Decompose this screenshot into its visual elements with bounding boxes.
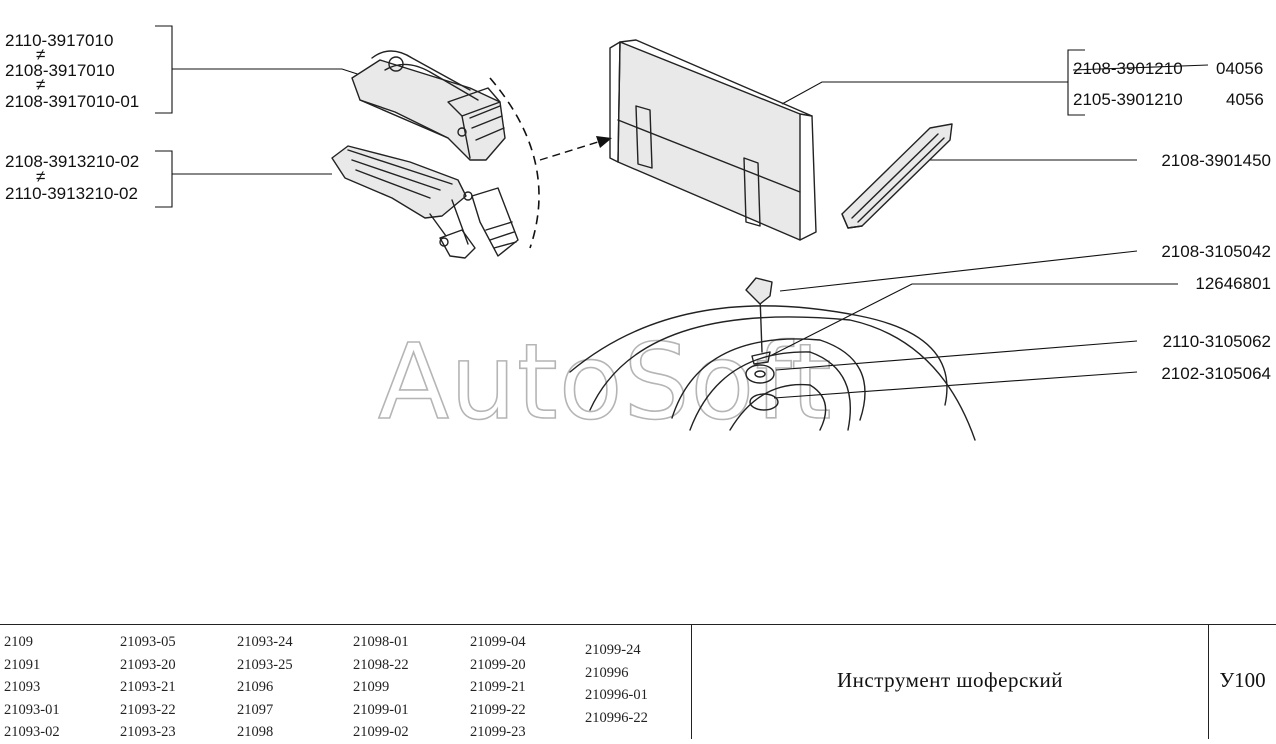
- bushing-leader: [773, 371, 1138, 399]
- part-number-bag-2[interactable]: 2105-3901210: [1073, 90, 1183, 109]
- washer-leader: [775, 340, 1138, 371]
- part-number-bushing[interactable]: 2102-3105064: [1161, 364, 1271, 383]
- dashed-arrow-line: [539, 141, 599, 161]
- model-code: 21093-24: [237, 634, 293, 650]
- model-code: 21099-23: [470, 724, 526, 740]
- model-code: 21093-01: [4, 701, 60, 718]
- part-number-wrench[interactable]: 2108-3901450: [1161, 151, 1271, 170]
- grouping-arc: [489, 77, 540, 249]
- spare-wheel-drawing: [569, 277, 976, 441]
- not-equal-sign: ≠: [36, 75, 45, 94]
- part-number-bolt[interactable]: 12646801: [1195, 274, 1271, 293]
- part-number-jack-a-2[interactable]: 2108-3917010: [5, 61, 115, 80]
- part-number-jack-a-1[interactable]: 2110-3917010: [5, 31, 113, 50]
- model-column: 2109 21091 21093 21093-01 21093-02: [4, 631, 60, 744]
- part-number-bag-2-alt[interactable]: 4056: [1226, 90, 1264, 109]
- applicable-models-table: 2109 21091 21093 21093-01 21093-02 21093…: [0, 625, 691, 740]
- jack-a-bracket: [155, 25, 173, 114]
- model-code: 21096: [237, 679, 274, 695]
- model-code: 21093-02: [4, 724, 60, 740]
- watermark-text: AutoSoft: [378, 321, 833, 443]
- group-code: У100: [1219, 667, 1266, 692]
- part-number-bag-1-alt[interactable]: 04056: [1216, 59, 1263, 78]
- wheel-wrench-drawing: [841, 123, 953, 229]
- part-number-jack-b-2[interactable]: 2110-3913210-02: [5, 184, 138, 203]
- model-code: 21093-23: [120, 724, 176, 740]
- part-number-washer[interactable]: 2110-3105062: [1163, 332, 1271, 351]
- model-code: 21099-20: [470, 656, 526, 673]
- jack-a-drawing: [351, 50, 506, 161]
- model-code: 21098-22: [353, 656, 409, 673]
- jack-a-label-group: 2110-3917010 ≠ 2108-3917010 ≠ 2108-39170…: [5, 25, 383, 114]
- model-code: 21093-21: [120, 679, 176, 695]
- model-code: 21093-20: [120, 656, 176, 673]
- model-code: 21099-04: [470, 634, 526, 650]
- page-title: Инструмент шоферский: [837, 667, 1063, 692]
- parts-diagram: AutoSoft 2110-3917010 ≠ 2108-3917010 ≠ 2…: [5, 25, 1271, 444]
- model-column: 21093-24 21093-25 21096 21097 21098: [237, 631, 293, 744]
- model-code: 21099-24: [585, 642, 641, 658]
- model-column: 21093-05 21093-20 21093-21 21093-22 2109…: [120, 631, 176, 744]
- not-equal-sign: ≠: [36, 167, 45, 186]
- strikethrough-line: [1072, 64, 1209, 71]
- part-number-handle[interactable]: 2108-3105042: [1161, 242, 1271, 261]
- jack-b-label-group: 2108-3913210-02 ≠ 2110-3913210-02: [5, 150, 332, 208]
- jack-b-drawing: [331, 145, 519, 259]
- model-code: 21093: [4, 679, 41, 695]
- page-title-cell: Инструмент шоферский: [691, 625, 1208, 739]
- not-equal-sign: ≠: [36, 45, 45, 64]
- model-column: 21099-04 21099-20 21099-21 21099-22 2109…: [470, 631, 526, 744]
- jack-b-bracket: [155, 150, 173, 208]
- model-code: 21093-05: [120, 634, 176, 650]
- bolt-leader: [769, 283, 1178, 357]
- jack-a-leader: [172, 68, 383, 83]
- bag-label-group: 2108-3901210 04056 2105-3901210 4056: [781, 49, 1264, 116]
- model-code: 210996-01: [585, 687, 648, 703]
- part-number-jack-b-1[interactable]: 2108-3913210-02: [5, 152, 139, 171]
- tool-bag-drawing: [609, 39, 817, 241]
- model-code: 21099-21: [470, 679, 526, 695]
- model-column: 21098-01 21098-22 21099 21099-01 21099-0…: [353, 631, 409, 744]
- model-code: 21098-01: [353, 634, 409, 650]
- group-code-cell: У100: [1208, 625, 1276, 739]
- title-block: 2109 21091 21093 21093-01 21093-02 21093…: [0, 624, 1276, 740]
- model-code: 21099-02: [353, 724, 409, 740]
- model-code: 21099-01: [353, 701, 409, 718]
- model-code: 210996: [585, 664, 629, 681]
- model-code: 21091: [4, 656, 41, 673]
- model-code: 21093-22: [120, 701, 176, 718]
- part-number-jack-a-3[interactable]: 2108-3917010-01: [5, 92, 139, 111]
- handle-leader: [779, 250, 1138, 292]
- model-code: 21097: [237, 701, 274, 718]
- model-code: 21099-22: [470, 701, 526, 718]
- model-code: 210996-22: [585, 709, 648, 726]
- model-code: 21098: [237, 724, 274, 740]
- model-column: 21099-24 210996 210996-01 210996-22: [585, 639, 648, 729]
- arrow-head-icon: [596, 136, 612, 148]
- model-code: 2109: [4, 634, 33, 650]
- model-code: 21093-25: [237, 656, 293, 673]
- bag-leader: [781, 81, 1068, 105]
- model-code: 21099: [353, 679, 390, 695]
